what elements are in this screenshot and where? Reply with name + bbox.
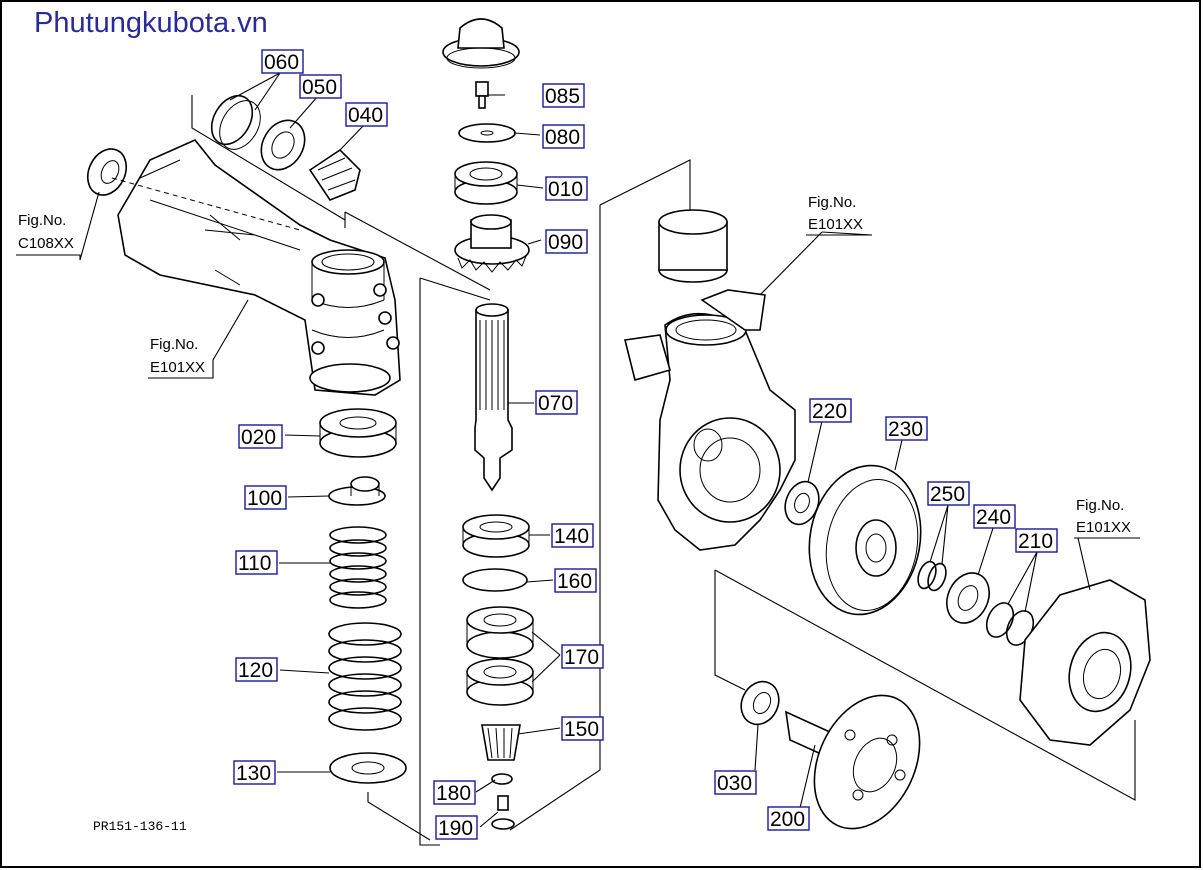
part-label-160: 160 [554, 568, 597, 593]
svg-text:120: 120 [238, 659, 273, 682]
svg-text:130: 130 [236, 762, 271, 785]
fig-ref-e101-mid: Fig.No. E101XX [806, 194, 873, 236]
oil-seal-left [86, 148, 128, 196]
gear-090 [454, 214, 530, 273]
bearing-010 [454, 161, 518, 205]
part-label-200: 200 [767, 806, 810, 831]
part-label-040: 040 [345, 102, 388, 127]
part-label-070: 070 [535, 390, 578, 415]
svg-text:030: 030 [717, 772, 752, 795]
spring-120 [328, 622, 402, 731]
part-label-085: 085 [542, 83, 585, 108]
part-label-010: 010 [545, 176, 588, 201]
svg-text:060: 060 [264, 51, 299, 74]
bolt-085 [475, 81, 489, 109]
washer-180 [491, 773, 513, 785]
part-labels: 060 050 040 085 080 010 090 070 020 100 … [233, 49, 1058, 840]
site-title: Phutungkubota.vn [34, 7, 268, 39]
part-label-030: 030 [714, 770, 757, 795]
svg-text:240: 240 [976, 506, 1011, 529]
leader-lines [79, 72, 1091, 828]
part-label-080: 080 [542, 124, 585, 149]
bushing-100 [328, 476, 386, 506]
svg-text:Fig.No.: Fig.No. [1076, 497, 1124, 514]
pinion-150 [481, 724, 521, 761]
axle-flange-200 [785, 694, 921, 830]
svg-text:190: 190 [438, 817, 473, 840]
svg-text:010: 010 [548, 178, 583, 201]
bearing-170-upper [466, 606, 534, 659]
part-label-020: 020 [238, 424, 283, 449]
svg-text:E101XX: E101XX [150, 359, 205, 376]
svg-text:020: 020 [241, 426, 276, 449]
bolt-190 [491, 795, 515, 830]
bearing-020 [319, 408, 397, 458]
figure-references: Fig.No. C108XX Fig.No. E101XX Fig.No. E1… [16, 194, 1140, 539]
part-label-190: 190 [435, 815, 478, 840]
part-label-170: 170 [561, 644, 604, 669]
part-label-130: 130 [233, 760, 276, 785]
svg-text:180: 180 [436, 782, 471, 805]
fig-ref-c108: Fig.No. C108XX [16, 212, 81, 260]
part-label-050: 050 [299, 74, 342, 99]
part-label-220: 220 [809, 398, 852, 423]
snap-ring-250a [917, 560, 937, 590]
svg-text:050: 050 [302, 76, 337, 99]
svg-text:Fig.No.: Fig.No. [150, 336, 198, 353]
fig-ref-e101-right: Fig.No. E101XX [1074, 497, 1140, 539]
svg-text:070: 070 [538, 392, 573, 415]
svg-text:E101XX: E101XX [1076, 519, 1131, 536]
svg-text:Fig.No.: Fig.No. [808, 194, 856, 211]
bearing-170-lower [466, 658, 534, 706]
drawing-code: PR151-136-11 [93, 819, 187, 834]
part-label-150: 150 [561, 716, 604, 741]
sleeve [658, 209, 728, 283]
svg-text:Fig.No.: Fig.No. [18, 212, 66, 229]
part-label-140: 140 [551, 523, 594, 548]
part-label-100: 100 [244, 485, 287, 510]
svg-text:E101XX: E101XX [808, 216, 863, 233]
ring-gear-230 [808, 464, 922, 616]
part-label-230: 230 [885, 416, 928, 441]
washer-130 [329, 752, 407, 784]
svg-text:140: 140 [554, 525, 589, 548]
part-label-110: 110 [235, 550, 278, 575]
svg-text:C108XX: C108XX [18, 235, 74, 252]
part-label-090: 090 [545, 229, 588, 254]
right-housing-assembly [624, 209, 1151, 830]
svg-text:040: 040 [348, 104, 383, 127]
svg-text:170: 170 [564, 646, 599, 669]
part-label-240: 240 [973, 504, 1016, 529]
svg-text:220: 220 [812, 400, 847, 423]
oil-seal-030 [740, 680, 780, 726]
svg-text:080: 080 [545, 126, 580, 149]
svg-text:210: 210 [1018, 530, 1053, 553]
part-label-210: 210 [1015, 528, 1058, 553]
svg-text:100: 100 [247, 487, 282, 510]
svg-text:200: 200 [770, 808, 805, 831]
svg-text:250: 250 [930, 483, 965, 506]
part-label-250: 250 [927, 481, 970, 506]
fig-ref-e101-left: Fig.No. E101XX [148, 336, 214, 379]
snap-ring-160 [462, 568, 528, 592]
bearing-240 [946, 572, 990, 624]
svg-text:230: 230 [888, 418, 923, 441]
part-label-180: 180 [433, 780, 476, 805]
part-label-120: 120 [235, 657, 278, 682]
bearing-220 [784, 480, 820, 526]
spring-110 [329, 526, 387, 609]
part-label-060: 060 [261, 49, 304, 74]
left-housing-assembly [86, 94, 491, 841]
washer-080 [458, 123, 516, 143]
svg-text:110: 110 [238, 552, 271, 575]
svg-text:090: 090 [548, 231, 583, 254]
cap-top [442, 18, 520, 69]
svg-text:160: 160 [557, 570, 592, 593]
svg-text:150: 150 [564, 718, 599, 741]
shaft-070 [474, 303, 513, 492]
svg-text:085: 085 [545, 85, 580, 108]
center-shaft-assembly [419, 18, 691, 846]
bearing-140 [462, 514, 530, 558]
